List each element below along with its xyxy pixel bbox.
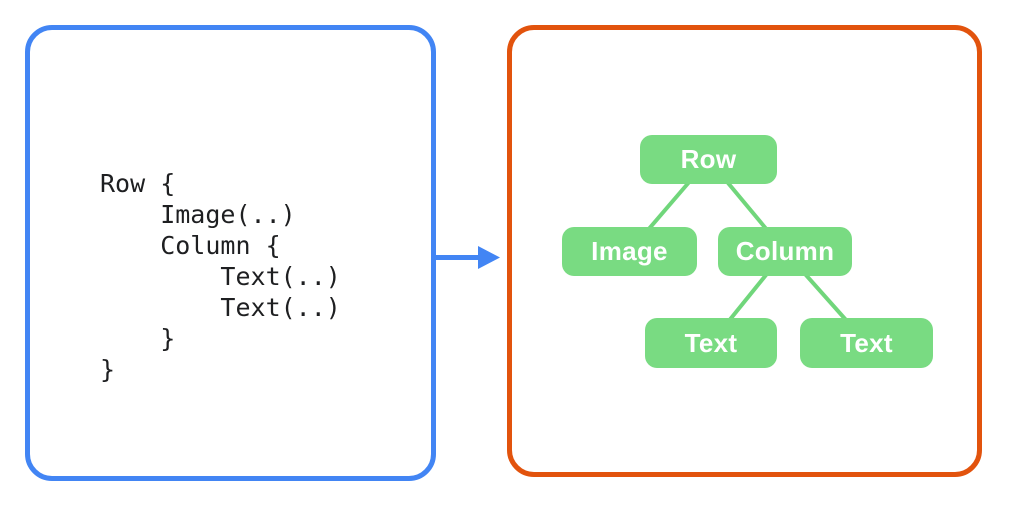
- tree-node-label: Text: [840, 327, 893, 358]
- tree-node-label: Image: [591, 236, 668, 266]
- tree-node-text-2: Text: [800, 318, 933, 368]
- tree-node-row: Row: [640, 135, 777, 184]
- tree-panel: Row Image Column Text Text: [507, 25, 982, 477]
- tree-node-label: Row: [680, 144, 737, 174]
- tree-node-text-1: Text: [645, 318, 777, 368]
- code-panel: Row { Image(..) Column { Text(..) Text(.…: [25, 25, 436, 481]
- tree-node-column: Column: [718, 227, 852, 276]
- tree-node-image: Image: [562, 227, 697, 276]
- tree-node-label: Column: [735, 236, 835, 266]
- arrow-right-icon: [433, 246, 500, 269]
- tree-node-label: Text: [684, 327, 738, 358]
- code-block: Row { Image(..) Column { Text(..) Text(.…: [100, 169, 341, 384]
